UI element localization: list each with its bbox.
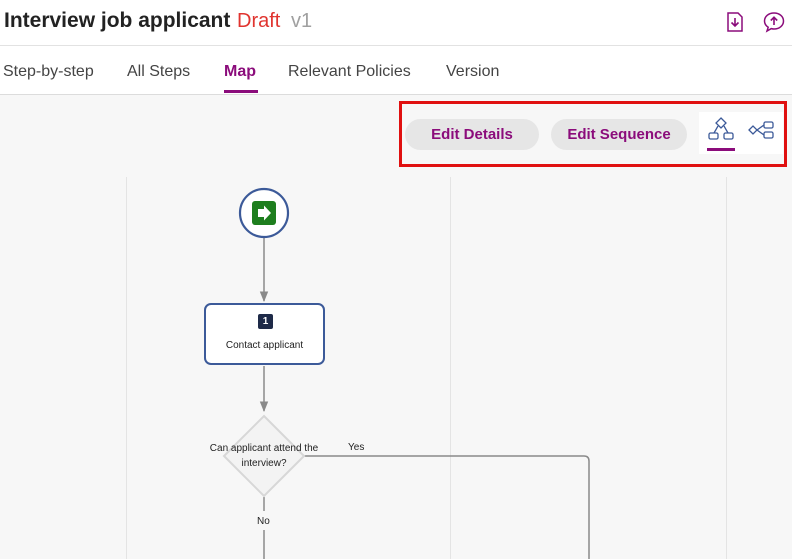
active-view-indicator — [707, 148, 735, 151]
vertical-view-button[interactable] — [701, 112, 741, 154]
toolbar-highlight-box — [399, 101, 787, 167]
decision-node[interactable] — [222, 414, 306, 498]
tab-bar: Step-by-step All Steps Map Relevant Poli… — [0, 46, 792, 95]
upload-comment-icon[interactable] — [762, 10, 786, 34]
tab-step-by-step[interactable]: Step-by-step — [3, 63, 94, 80]
step-node-contact-applicant[interactable]: 1 Contact applicant — [204, 303, 325, 365]
tab-all-steps[interactable]: All Steps — [127, 63, 191, 80]
tab-relevant-policies[interactable]: Relevant Policies — [288, 63, 411, 80]
horizontal-view-button[interactable] — [743, 112, 783, 154]
tab-map[interactable]: Map — [224, 63, 256, 80]
start-arrow-icon — [258, 205, 271, 221]
active-tab-indicator — [224, 90, 258, 93]
connector-yes-branch — [303, 455, 590, 559]
vertical-flow-view-icon — [708, 117, 734, 140]
status-badge: Draft — [237, 10, 281, 32]
page-header: Interview job applicant Draft v1 — [0, 0, 792, 46]
horizontal-flow-view-icon — [748, 121, 774, 139]
edit-details-button[interactable]: Edit Details — [405, 119, 539, 150]
lane-divider — [450, 177, 451, 559]
page-title: Interview job applicant — [4, 9, 231, 32]
decision-label: Can applicant attend the interview? — [209, 443, 319, 469]
lane-divider — [126, 177, 127, 559]
step-number-badge: 1 — [258, 314, 273, 329]
yes-branch-label: Yes — [348, 442, 365, 453]
no-branch-label: No — [257, 516, 270, 527]
view-mode-toggle — [699, 112, 783, 154]
step-label: Contact applicant — [225, 340, 304, 351]
start-node[interactable] — [238, 187, 290, 239]
edit-sequence-button[interactable]: Edit Sequence — [551, 119, 687, 150]
lane-divider — [726, 177, 727, 559]
download-icon[interactable] — [723, 10, 747, 34]
tab-version[interactable]: Version — [446, 63, 500, 80]
map-canvas[interactable] — [0, 95, 792, 559]
version-label: v1 — [291, 10, 313, 32]
